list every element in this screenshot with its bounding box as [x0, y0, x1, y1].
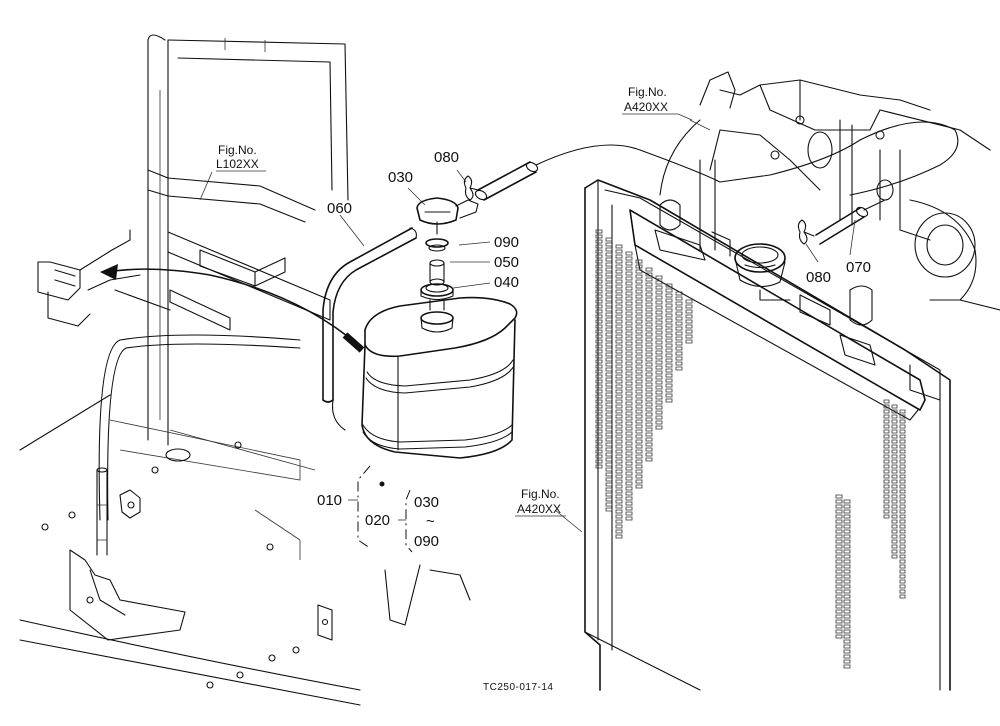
fig-ref-side-title: Fig.No.	[521, 487, 560, 501]
hose-long	[474, 121, 959, 245]
machine-frame	[19, 34, 471, 706]
callout-060-hose: 060	[327, 200, 352, 217]
seal-ring	[420, 283, 454, 301]
fig-ref-side-code: A420XX	[517, 502, 561, 516]
callout-range-end: 090	[414, 533, 439, 550]
callout-030-cap: 030	[388, 169, 413, 186]
hose-clamp-right	[797, 219, 815, 245]
washer	[429, 259, 445, 286]
callout-080-clamp-left: 080	[434, 149, 459, 166]
callout-020-kit: 020	[365, 512, 390, 529]
callout-090-packing: 090	[494, 234, 519, 251]
radiator-fins	[595, 229, 906, 669]
callout-070-hose: 070	[846, 259, 871, 276]
tank-cap	[416, 197, 479, 235]
leader-lines	[199, 119, 856, 553]
callout-010-tank: 010	[317, 492, 342, 509]
hose-clamp-left	[463, 175, 479, 201]
callout-labels: 030 080 060 090 050 040 080 070 010 020 …	[216, 85, 871, 693]
fig-ref-left-title: Fig.No.	[218, 143, 257, 157]
callout-040-seal: 040	[494, 274, 519, 291]
callout-range-start: 030	[414, 494, 439, 511]
reserve-tank	[361, 296, 518, 459]
fig-ref-top-title: Fig.No.	[628, 85, 667, 99]
callout-range-tilde: ~	[426, 513, 435, 530]
fig-ref-top-code: A420XX	[624, 100, 668, 114]
radiator-assembly	[584, 71, 1000, 691]
packing	[425, 238, 449, 252]
hose-short	[322, 227, 417, 431]
callout-050-washer: 050	[494, 254, 519, 271]
drawing-code: TC250-017-14	[483, 682, 553, 693]
fig-ref-left-code: L102XX	[216, 157, 259, 171]
callout-080-clamp-right: 080	[806, 269, 831, 286]
